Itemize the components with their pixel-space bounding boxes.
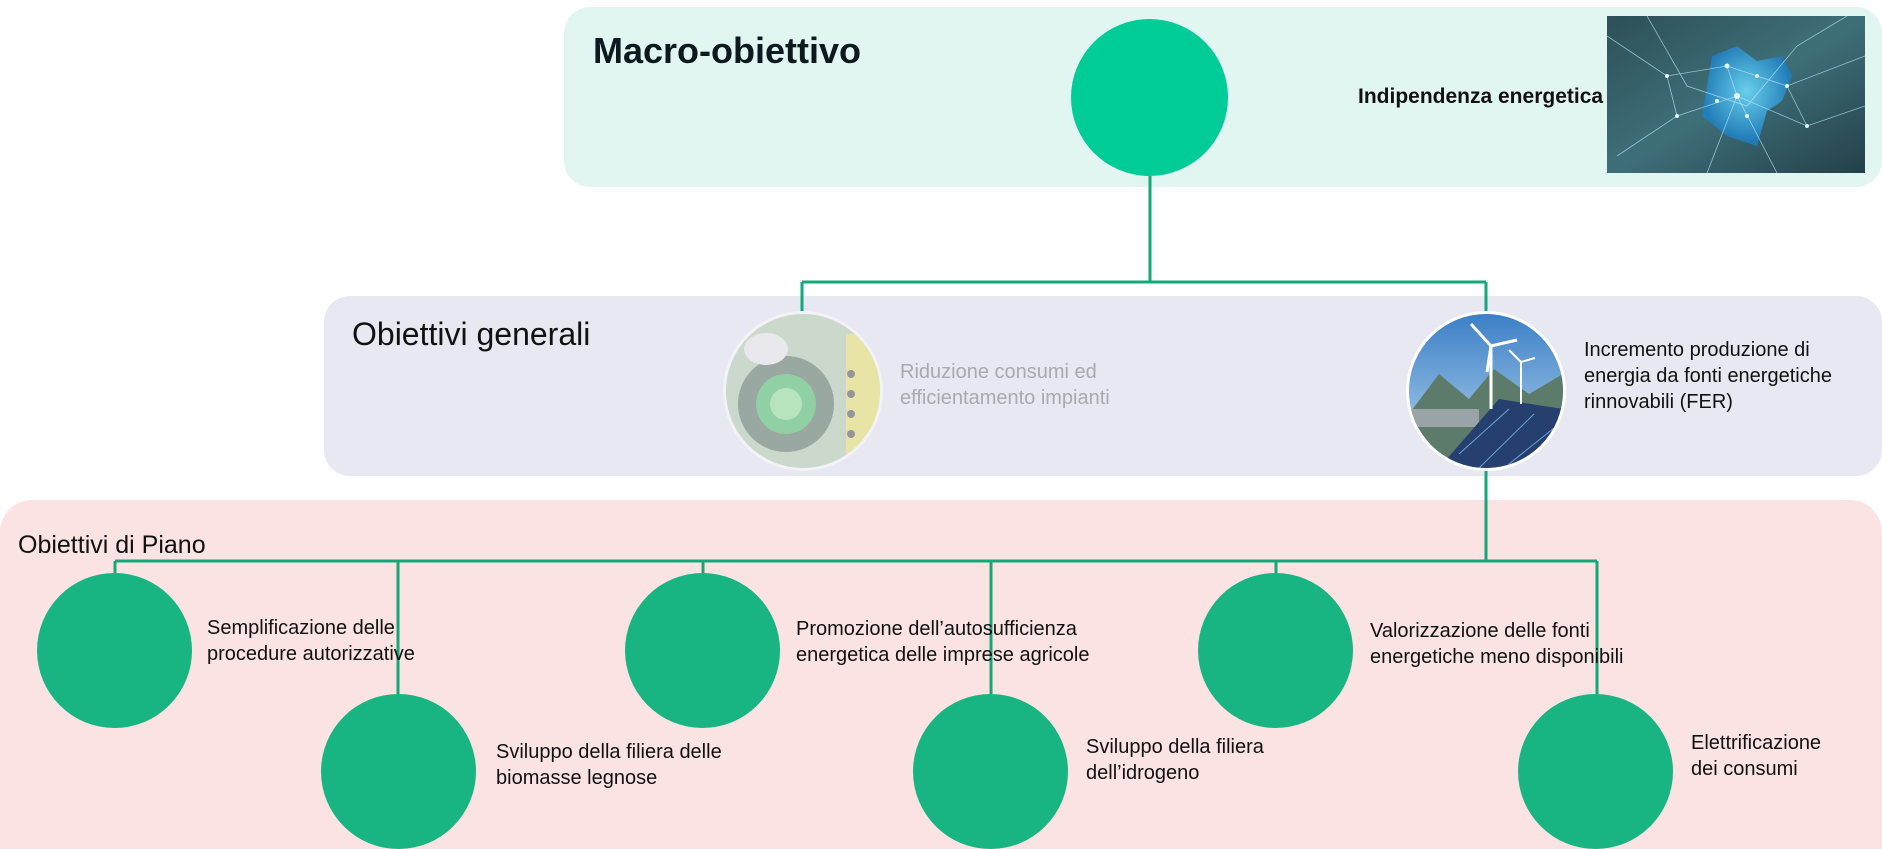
macro-objective-node <box>1071 19 1228 176</box>
plan-objective-node-3 <box>625 573 780 728</box>
general-objectives-title: Obiettivi generali <box>352 316 591 352</box>
region-network-map-image <box>1607 16 1865 173</box>
plan-objective-label-3: Promozione dell’autosufficienza energeti… <box>796 618 1090 666</box>
general-objective-label-2: Incremento produzione di energia da font… <box>1584 339 1832 413</box>
wind-solar-photo <box>1409 314 1563 468</box>
general-objective-label-1: Riduzione consumi ed efficientamento imp… <box>900 361 1110 409</box>
plan-objective-node-2 <box>321 694 476 849</box>
general-objectives-band <box>324 296 1882 476</box>
plan-objective-node-6 <box>1518 694 1673 849</box>
general-objective-node-2 <box>1406 311 1566 471</box>
plan-objective-node-1 <box>37 573 192 728</box>
plan-objective-label-2: Sviluppo della filiera delle biomasse le… <box>496 741 722 789</box>
plan-objective-node-5 <box>1198 573 1353 728</box>
plan-objectives-title: Obiettivi di Piano <box>18 531 206 559</box>
plan-objective-label-6: Elettrificazione dei consumi <box>1691 732 1822 780</box>
plan-objective-label-1: Semplificazione delle procedure autorizz… <box>207 617 415 665</box>
plan-objective-node-4 <box>913 694 1068 849</box>
macro-title: Macro-obiettivo <box>593 30 862 71</box>
power-button-photo <box>726 314 880 468</box>
general-objective-node-1 <box>723 311 883 471</box>
plan-objective-label-5: Valorizzazione delle fonti energetiche m… <box>1370 620 1624 668</box>
plan-objective-label-4: Sviluppo della filiera dell’idrogeno <box>1086 736 1264 784</box>
macro-objective-label: Indipendenza energetica <box>1358 85 1604 108</box>
